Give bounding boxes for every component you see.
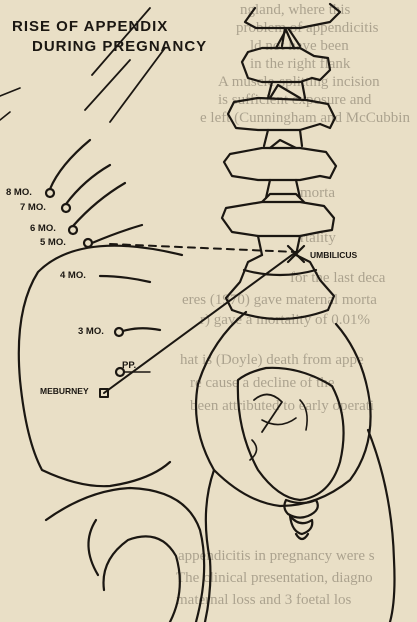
vertebra — [224, 140, 336, 198]
appendix-position-5mo — [84, 239, 92, 247]
diagram-title-line1: RISE OF APPENDIX — [12, 18, 168, 35]
appendix-position-6mo — [69, 226, 77, 234]
month-label-5mo: 5 MO. — [40, 237, 66, 248]
diagram-title-line2: DURING PREGNANCY — [32, 38, 207, 55]
umbilicus-label: UMBILICUS — [310, 250, 357, 260]
uterus-outline — [196, 312, 371, 506]
month-label-8mo: 8 MO. — [6, 187, 32, 198]
month-label-3mo: 3 MO. — [78, 326, 104, 337]
appendix-position-8mo — [46, 189, 54, 197]
appendix-position-4mo — [100, 276, 150, 282]
vertebra — [242, 30, 330, 98]
pp-label: PP. — [122, 360, 136, 371]
femur-outline — [46, 488, 204, 622]
fetal-head — [238, 368, 344, 500]
thigh-outline — [205, 470, 214, 622]
month-label-6mo: 6 MO. — [30, 223, 56, 234]
vertebra — [245, 4, 340, 46]
appendix-position-7mo — [62, 204, 70, 212]
vertebra — [222, 194, 334, 255]
mcburney-label: MEBURNEY — [40, 386, 89, 396]
month-label-7mo: 7 MO. — [20, 202, 46, 213]
iliac-crest — [19, 246, 182, 487]
month-label-4mo: 4 MO. — [60, 270, 86, 281]
vertebra — [228, 85, 335, 146]
coccyx — [284, 500, 317, 518]
appendix-position-3mo — [115, 328, 123, 336]
